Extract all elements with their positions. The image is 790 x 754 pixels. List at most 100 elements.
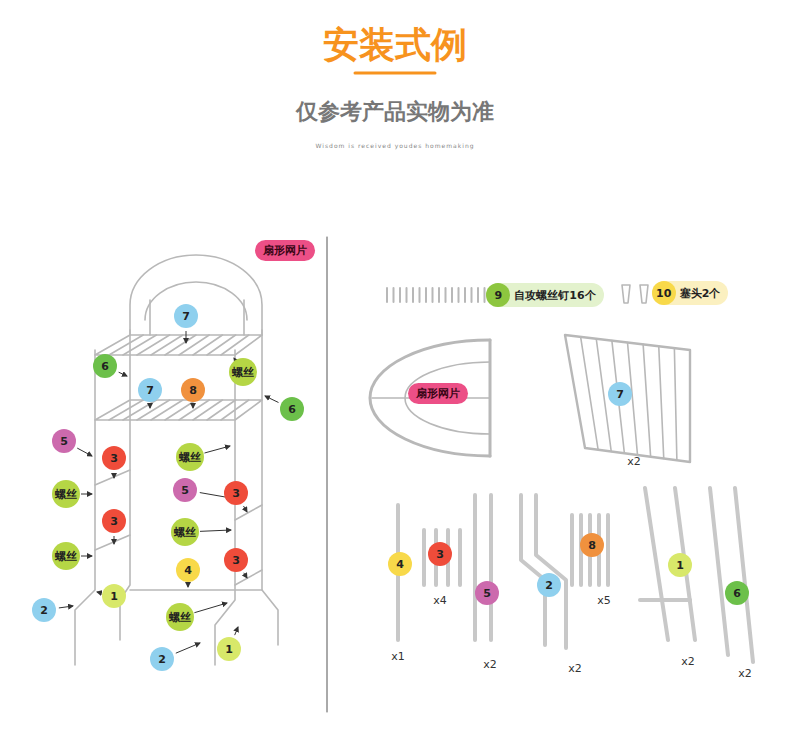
rung	[95, 535, 130, 550]
quantity-label: x1	[391, 650, 405, 663]
callout-text: 7	[146, 384, 154, 397]
callout-number: 1	[668, 553, 692, 577]
leader-arrow	[200, 530, 231, 531]
callout-text: 螺丝	[232, 365, 254, 380]
part-label: 10 塞头2个	[652, 281, 729, 305]
callout-text: 5	[60, 435, 68, 448]
callout-text: 7	[616, 388, 624, 401]
callout-text: 4	[396, 558, 404, 571]
rung	[235, 570, 262, 585]
callout-number: 5	[52, 429, 76, 453]
callout-text: 5	[181, 484, 189, 497]
callout-text: 6	[733, 587, 741, 600]
callout-text: 螺丝	[174, 525, 196, 540]
callout-text: 2	[158, 653, 166, 666]
leader-arrow	[81, 556, 92, 557]
callout-number: 1	[217, 637, 241, 661]
callout-text: 2	[40, 604, 48, 617]
leader-arrow	[244, 573, 247, 578]
callout-text: 螺丝	[179, 450, 201, 465]
callout-text: 螺丝	[169, 610, 191, 625]
back-bar	[130, 589, 262, 591]
fan-mesh-arc	[370, 340, 490, 456]
leader-arrow	[186, 331, 187, 343]
part-label: 9 自攻螺丝钉16个	[486, 283, 603, 307]
leader-arrow	[176, 643, 200, 653]
callout-number: 螺丝	[176, 443, 204, 471]
callout-number: 螺丝	[229, 358, 257, 386]
callout-text: 8	[189, 384, 197, 397]
callout-number: 螺丝	[52, 480, 80, 508]
leader-arrow	[114, 473, 115, 478]
callout-text: 3	[110, 515, 118, 528]
leader-arrow	[97, 592, 99, 594]
leader-arrow	[114, 536, 115, 544]
callout-number: 3	[224, 481, 248, 505]
leader-arrow	[59, 606, 73, 608]
quantity-label: x2	[568, 662, 582, 675]
shelf-part-slats	[581, 337, 677, 460]
callout-number: 5	[475, 581, 499, 605]
quantity-label: x2	[681, 655, 695, 668]
leader-arrow	[77, 448, 92, 456]
callout-number: 2	[150, 647, 174, 671]
leader-arrow	[150, 405, 151, 408]
leader-arrow	[244, 506, 247, 512]
end-plugs	[622, 285, 648, 303]
callout-text: 螺丝	[55, 549, 77, 564]
callout-number: 1	[102, 584, 126, 608]
callout-number: 6	[280, 397, 304, 421]
callout-number: 6	[725, 581, 749, 605]
callout-number: 3	[102, 446, 126, 470]
screws	[387, 288, 485, 302]
right-back-pole	[262, 330, 278, 645]
left-front-pole	[75, 350, 95, 665]
leader-arrow	[119, 372, 127, 376]
callout-number: 7	[138, 378, 162, 402]
callout-number: 2	[537, 573, 561, 597]
upper-shelf	[95, 335, 262, 355]
callout-text: 3	[232, 487, 240, 500]
rung	[235, 505, 262, 520]
leader-arrow	[194, 603, 227, 613]
callout-text: 9	[486, 283, 510, 307]
callout-number: 3	[224, 548, 248, 572]
callout-number: 5	[173, 478, 197, 502]
tagline: Wisdom is received youdes homemaking	[315, 142, 474, 149]
leader-arrow	[188, 585, 189, 587]
quantity-label: x2	[627, 455, 641, 468]
callout-number: 螺丝	[52, 542, 80, 570]
part-label: 扇形网片	[255, 240, 315, 261]
arch-bar	[243, 300, 245, 335]
callout-number: 8	[580, 533, 604, 557]
callout-text: 3	[232, 554, 240, 567]
callout-number: 7	[174, 304, 198, 328]
lower-shelf	[95, 400, 262, 420]
subtitle: 仅参考产品实物为准	[296, 97, 494, 127]
callout-text: 6	[288, 403, 296, 416]
callout-text: 10	[652, 281, 676, 305]
callout-text: 5	[483, 587, 491, 600]
callout-number: 螺丝	[166, 603, 194, 631]
leader-arrow	[235, 627, 238, 635]
leader-arrow	[265, 396, 278, 402]
shelf-slats	[109, 335, 249, 420]
callout-number: 4	[176, 558, 200, 582]
callout-text: 2	[545, 579, 553, 592]
callout-text: 4	[184, 564, 192, 577]
callout-number: 螺丝	[171, 518, 199, 546]
callout-text: 扇形网片	[263, 243, 307, 258]
part-count: 自攻螺丝钉16个	[514, 288, 595, 303]
callout-text: 1	[225, 643, 233, 656]
page-title: 安装式例	[323, 21, 467, 70]
callout-number: 6	[93, 354, 117, 378]
title-underline	[355, 72, 435, 75]
arch-frame	[130, 255, 262, 335]
callout-text: 1	[110, 590, 118, 603]
part-count: 塞头2个	[680, 286, 721, 301]
callout-number: 4	[388, 552, 412, 576]
callout-number: 3	[428, 542, 452, 566]
arch-bar	[149, 300, 151, 335]
callout-text: 7	[182, 310, 190, 323]
callout-number: 2	[32, 598, 56, 622]
